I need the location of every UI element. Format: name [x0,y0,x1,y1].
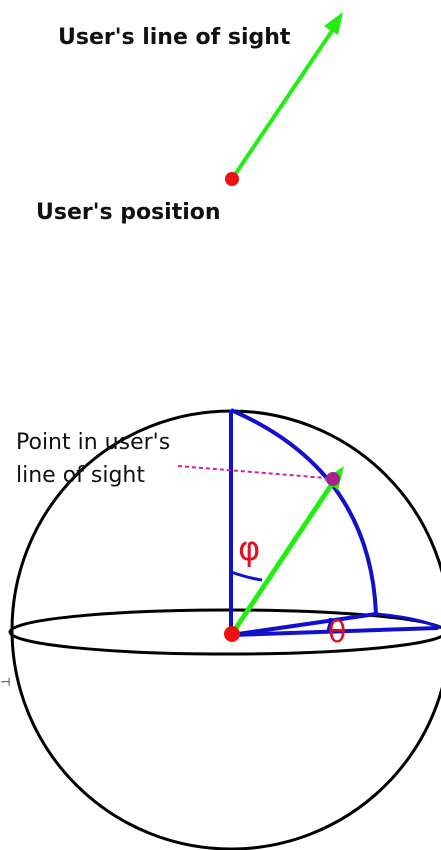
projection-line [230,612,377,637]
pointer-dashed-line [177,465,327,479]
user-position-label: User's position [36,200,221,225]
meridian-arc [230,408,378,615]
point-label-line1: Point in user's [16,430,170,455]
line-of-sight-arrowhead [324,12,343,35]
equator-ellipse [8,608,441,656]
origin-dot [224,626,240,642]
equator-arc-segment [375,612,441,630]
phi-label: φ [238,529,260,569]
point-label-line2: line of sight [16,463,145,488]
x-axis-line [230,626,439,637]
sphere-line-of-sight-arrow [229,476,339,636]
top-panel: User's line of sight User's position [36,12,343,225]
line-of-sight-arrow [230,20,340,181]
theta-angle-arc [326,617,332,631]
theta-label: θ [328,615,346,650]
sphere-panel: Point in user's line of sight φ θ ⊣ [0,408,441,850]
user-position-dot [225,172,239,186]
phi-angle-arc [230,570,263,582]
target-point-dot [326,472,340,486]
line-of-sight-label: User's line of sight [58,25,291,50]
edge-mark: ⊣ [0,675,10,689]
